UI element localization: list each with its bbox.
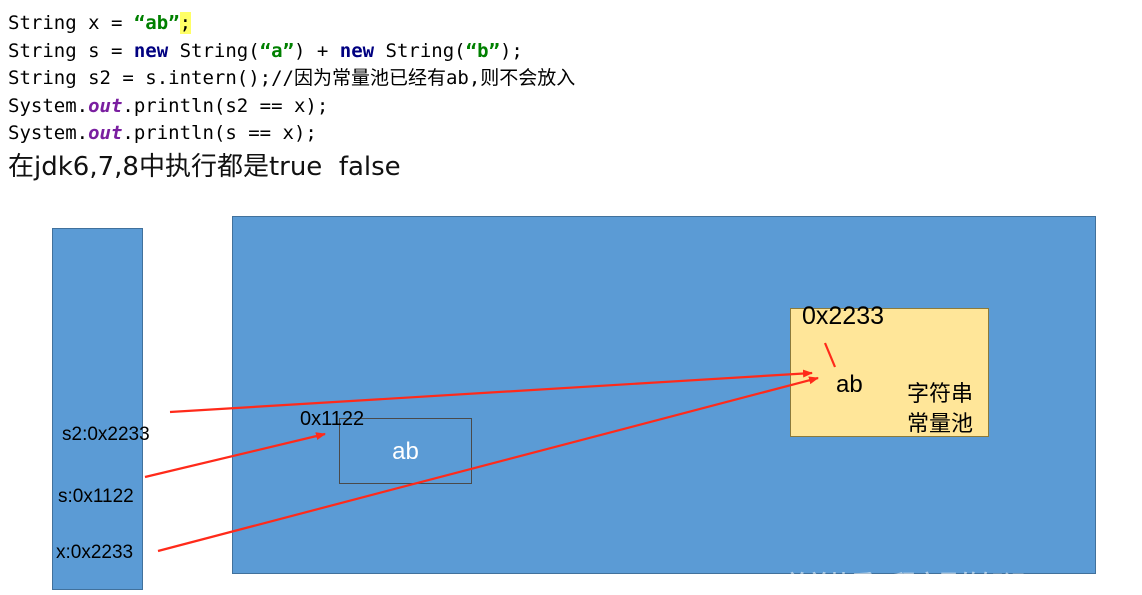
- watermark: PDKK.COM 单单块看 · 程序员的知识: [660, 571, 1026, 595]
- pool-address: 0x2233: [802, 302, 885, 330]
- pool-string-value: ab: [836, 371, 863, 398]
- stack-var-s: s:0x1122: [58, 486, 134, 507]
- pool-label-line2: 常量池: [907, 411, 974, 436]
- stack-var-x: x:0x2233: [56, 542, 134, 563]
- stack-frame-box: [52, 228, 143, 590]
- code-line-1: String x = “ab”;: [8, 12, 192, 34]
- code-line-3: String s2 = s.intern();//因为常量池已经有ab,则不会放…: [8, 67, 576, 89]
- pool-label-line1: 字符串: [907, 381, 974, 406]
- heap-object-value: ab: [392, 438, 419, 465]
- code-line-4: System.out.println(s2 == x);: [8, 94, 329, 117]
- stack-var-s2: s2:0x2233: [62, 424, 150, 445]
- heap-object-address: 0x1122: [300, 408, 365, 430]
- code-listing: String x = “ab”; String s = new String(“…: [8, 10, 808, 148]
- string-pool-box: [790, 308, 989, 437]
- result-summary: 在jdk6,7,8中执行都是true false: [8, 152, 401, 182]
- code-line-5: System.out.println(s == x);: [8, 122, 317, 144]
- code-line-2: String s = new String(“a”) + new String(…: [8, 39, 523, 62]
